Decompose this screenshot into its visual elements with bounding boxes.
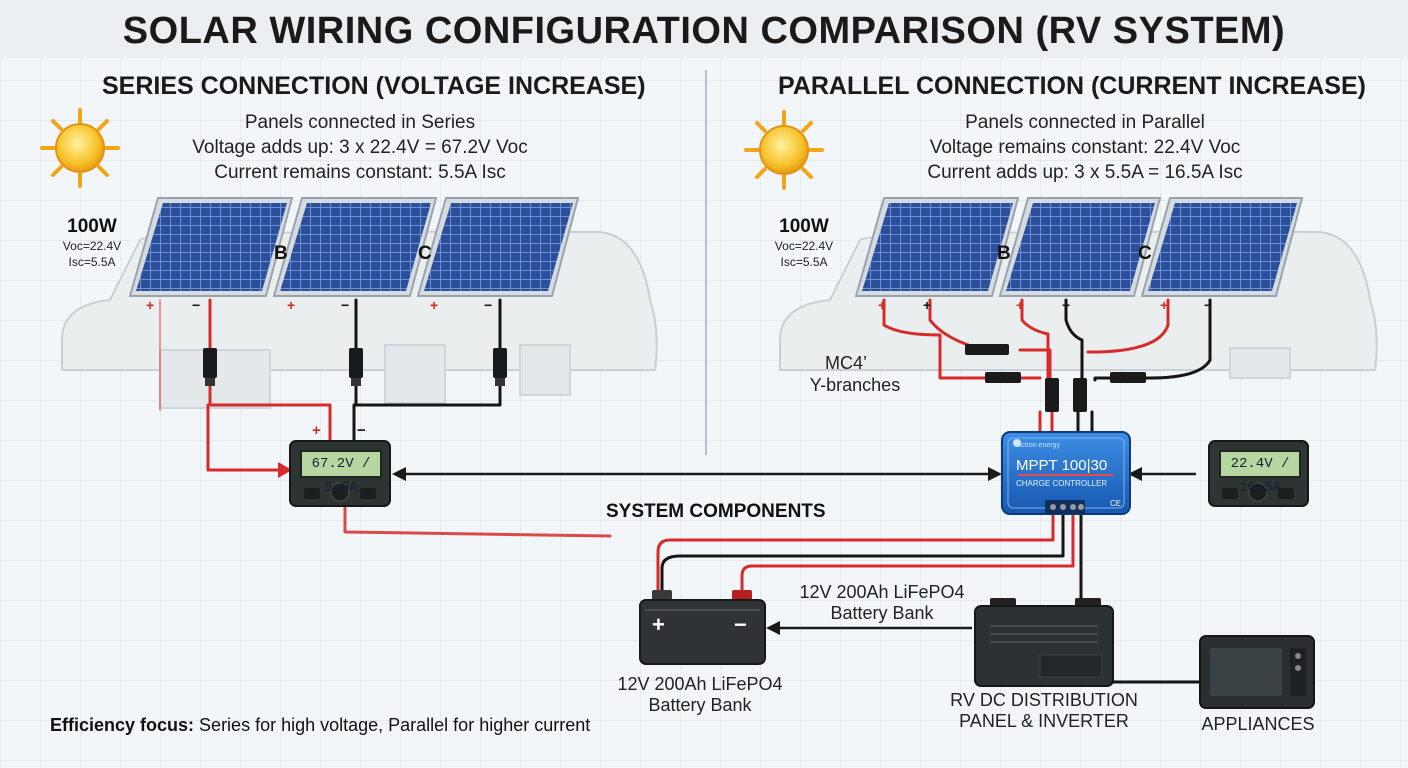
solar-panel-right-b <box>998 197 1162 297</box>
series-panel-rating: 100W Voc=22.4V Isc=5.5A <box>52 216 132 270</box>
controller-model: MPPT 100|30 <box>1016 457 1108 474</box>
series-description: Panels connected in Series Voltage adds … <box>180 110 540 185</box>
series-description-line: Panels connected in Series <box>244 112 476 133</box>
terminal-plus: + <box>1016 297 1025 313</box>
controller-brand: victron energy <box>1016 442 1060 449</box>
connection-arrows <box>392 467 1196 635</box>
parallel-description-line: Current adds up: 3 x 5.5A = 16.5A Isc <box>927 162 1243 183</box>
terminal-minus: − <box>484 297 493 313</box>
terminal-minus: − <box>1204 297 1213 313</box>
terminal-plus: + <box>430 297 439 313</box>
battery-caption-line: Battery Bank <box>648 695 752 715</box>
series-panel-b-label: B <box>274 243 288 264</box>
y-branch-label-line: Y-branches <box>809 375 901 395</box>
mc4-y-branch-label: MC4’ Y-branches <box>800 352 910 396</box>
series-wiring <box>159 298 612 538</box>
appliances-caption: APPLIANCES <box>1201 714 1315 734</box>
distribution-caption-line: RV DC DISTRIBUTION <box>950 690 1138 710</box>
panel-watts-label: 100W <box>779 216 829 237</box>
system-components-heading: SYSTEM COMPONENTS <box>606 501 826 522</box>
panel-watts-label: 100W <box>67 216 117 237</box>
distribution-caption-line: PANEL & INVERTER <box>959 711 1129 731</box>
terminal-plus: + <box>878 297 887 313</box>
panel-voc-label: Voc=22.4V <box>62 239 122 253</box>
battery-arrow-label-line: Battery Bank <box>830 603 934 623</box>
battery-minus-icon: − <box>734 612 747 637</box>
parallel-panel-b-label: B <box>997 243 1011 264</box>
terminal-minus: − <box>1062 297 1071 313</box>
solar-panel-left-b <box>272 197 438 297</box>
parallel-panel-c-label: C <box>1138 243 1152 264</box>
mc4-y-branch-connectors <box>965 344 1146 412</box>
battery-caption: 12V 200Ah LiFePO4 Battery Bank <box>600 674 800 716</box>
controller-subtitle: CHARGE CONTROLLER <box>1016 479 1108 488</box>
battery-caption-line: 12V 200Ah LiFePO4 <box>617 674 783 694</box>
parallel-panel-rating: 100W Voc=22.4V Isc=5.5A <box>764 216 844 270</box>
parallel-wiring <box>882 298 1212 442</box>
distribution-panel-icon <box>974 598 1114 687</box>
parallel-heading: PARALLEL CONNECTION (CURRENT INCREASE) <box>778 72 1366 100</box>
panel-isc-label: Isc=5.5A <box>780 255 828 269</box>
meter-series-display: 67.2V / 5.5A <box>300 450 382 496</box>
parallel-description: Panels connected in Parallel Voltage rem… <box>890 110 1280 185</box>
series-heading: SERIES CONNECTION (VOLTAGE INCREASE) <box>102 72 646 100</box>
parallel-description-line: Panels connected in Parallel <box>965 112 1205 133</box>
terminal-minus: − <box>341 297 350 313</box>
mppt-controller-body <box>1001 431 1131 515</box>
solar-panel-right-c <box>1140 197 1304 297</box>
battery-arrow-label-line: 12V 200Ah LiFePO4 <box>799 582 965 602</box>
arrow-into-meter <box>278 462 292 478</box>
battery-bank-arrow-label: 12V 200Ah LiFePO4 Battery Bank <box>782 582 982 624</box>
solar-panel-right-a <box>854 197 1020 297</box>
meter-minus-marker: − <box>357 422 366 439</box>
title-band <box>0 0 1408 58</box>
sun-icon-left <box>40 108 120 188</box>
appliance-microwave-icon <box>1199 635 1315 709</box>
terminal-plus: + <box>1160 297 1169 313</box>
controller-ce-mark: CE <box>1110 499 1122 508</box>
panel-voc-label: Voc=22.4V <box>774 239 834 253</box>
solar-panel-left-c <box>416 197 580 297</box>
efficiency-lead: Efficiency focus: <box>50 715 195 735</box>
battery-icon <box>639 590 766 665</box>
terminal-plus: + <box>287 297 296 313</box>
terminal-minus: − <box>192 297 201 313</box>
terminal-plus: + <box>146 297 155 313</box>
solar-panel-left-a <box>128 197 294 297</box>
efficiency-text: Series for high voltage, Parallel for hi… <box>194 715 591 735</box>
series-description-line: Current remains constant: 5.5A Isc <box>214 162 506 183</box>
panel-isc-label: Isc=5.5A <box>68 255 116 269</box>
parallel-description-line: Voltage remains constant: 22.4V Voc <box>929 137 1241 158</box>
distribution-caption: RV DC DISTRIBUTION PANEL & INVERTER <box>944 690 1144 732</box>
terminal-plus: + <box>923 297 932 313</box>
mc4-connectors-series <box>203 348 507 386</box>
mc4-label-line: MC4’ <box>824 353 867 373</box>
battery-plus-icon: + <box>652 612 665 637</box>
series-description-line: Voltage adds up: 3 x 22.4V = 67.2V Voc <box>192 137 528 158</box>
meter-parallel-display: 22.4V / 16.5A <box>1219 450 1301 496</box>
page-title: SOLAR WIRING CONFIGURATION COMPARISON (R… <box>122 10 1286 52</box>
series-panel-c-label: C <box>418 243 432 264</box>
meter-plus-marker: + <box>312 422 321 439</box>
battery-wiring <box>656 511 1207 684</box>
efficiency-footer: Efficiency focus: Series for high voltag… <box>50 716 590 734</box>
sun-icon-right <box>744 110 824 190</box>
